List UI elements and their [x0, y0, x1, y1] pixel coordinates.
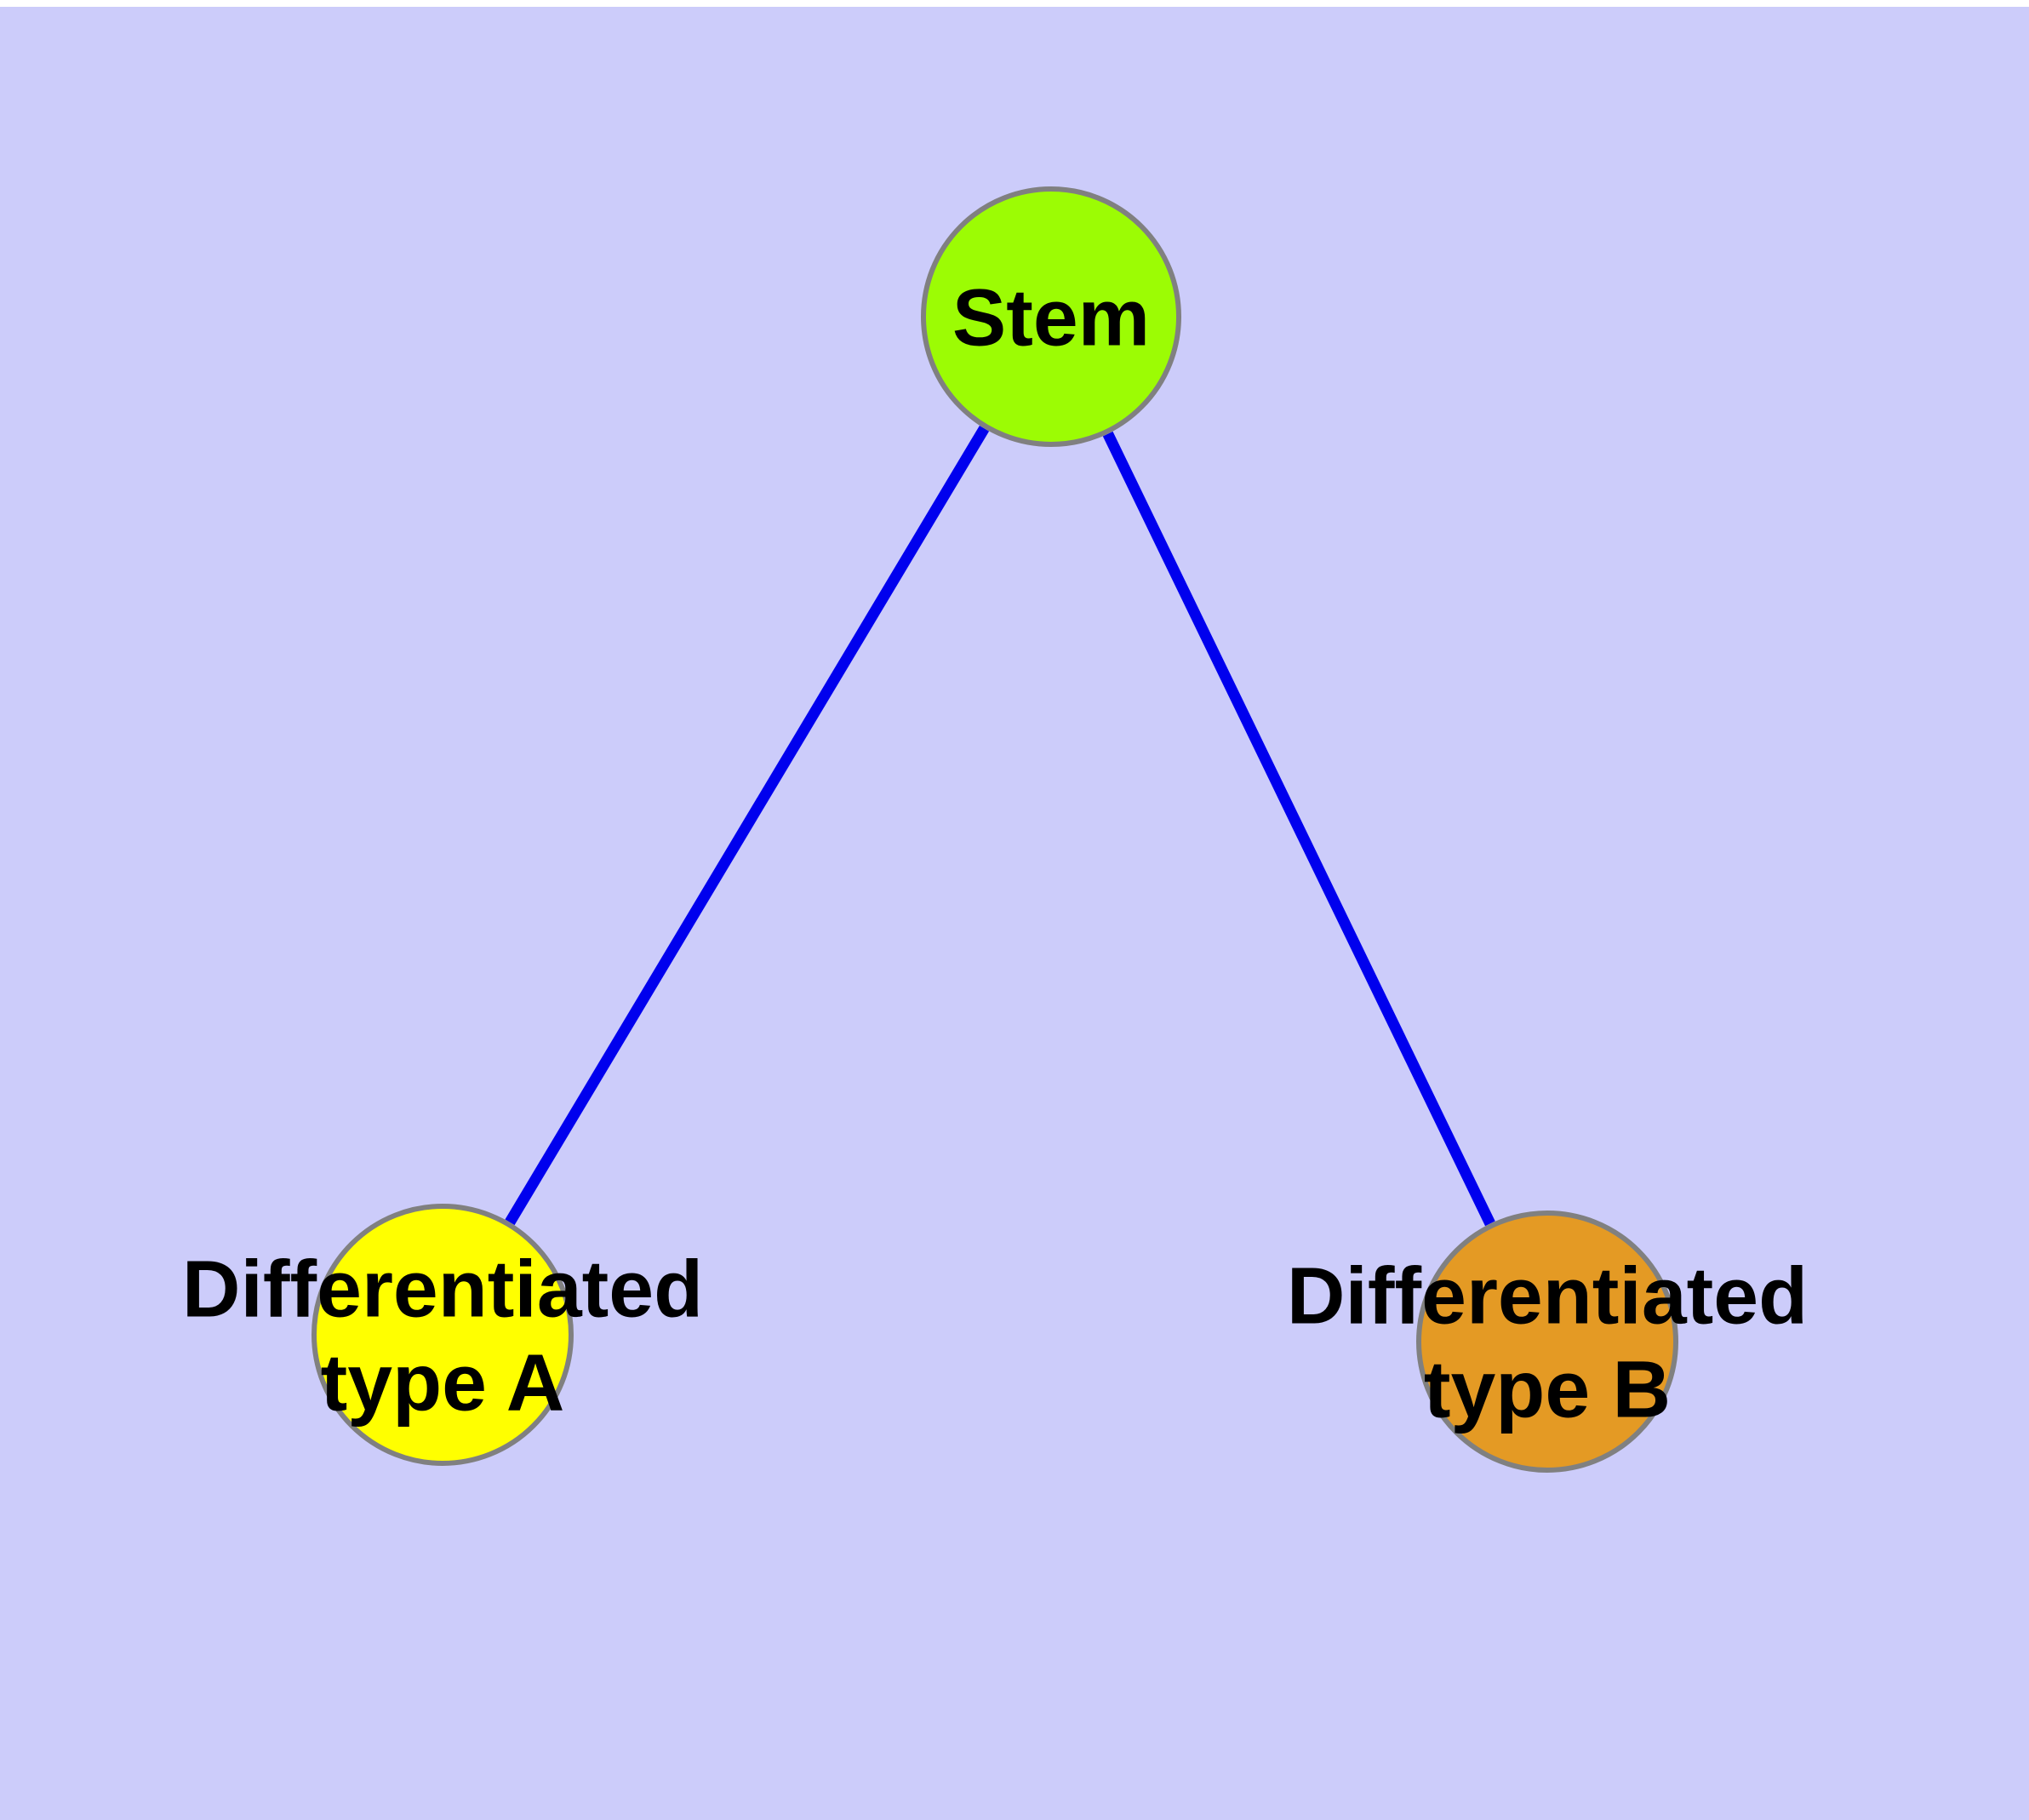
node-label-line: Differentiated	[1287, 1251, 1808, 1341]
node-label-line: Differentiated	[182, 1244, 703, 1334]
edge-stem-to-type-b[interactable]	[1102, 431, 1495, 1227]
node-label-line: type A	[321, 1337, 565, 1428]
node-differentiated-type-a-group[interactable]	[311, 1204, 574, 1466]
edge-stem-to-type-a[interactable]	[505, 425, 990, 1226]
node-label-line: Stem	[952, 272, 1150, 363]
node-differentiated-type-b-group[interactable]	[1416, 1210, 1678, 1473]
node-stem-label: Stem	[952, 272, 1150, 363]
node-stem-circle[interactable]	[921, 186, 1181, 447]
node-stem-group[interactable]	[921, 186, 1181, 447]
edges-layer	[505, 425, 1495, 1227]
node-differentiated-type-b-circle[interactable]	[1416, 1210, 1678, 1473]
node-differentiated-type-a-circle[interactable]	[311, 1204, 574, 1466]
node-label-line: type B	[1424, 1344, 1671, 1434]
nodes-layer	[311, 186, 1678, 1473]
